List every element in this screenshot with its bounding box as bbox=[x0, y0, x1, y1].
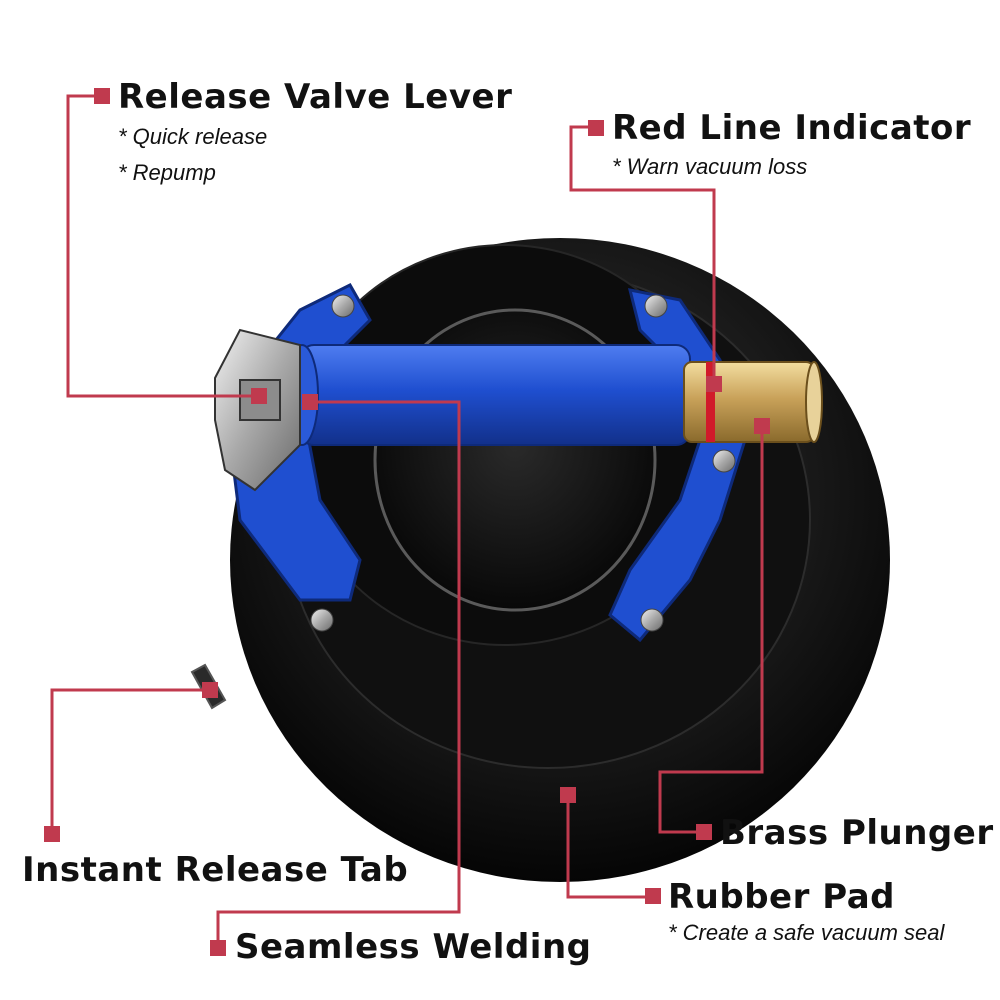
handle-tube bbox=[299, 344, 691, 446]
screw-icon bbox=[640, 608, 664, 632]
screw-icon bbox=[331, 294, 355, 318]
label-release-valve: Release Valve Lever bbox=[118, 77, 513, 117]
screw-icon bbox=[644, 294, 668, 318]
plunger-cap bbox=[805, 361, 823, 443]
marker-release-valve-point bbox=[251, 388, 267, 404]
marker-seamless-welding bbox=[210, 940, 226, 956]
marker-red-line bbox=[588, 120, 604, 136]
note-vacuum-seal: * Create a safe vacuum seal bbox=[668, 920, 945, 945]
note-quick-release: * Quick release bbox=[118, 124, 268, 149]
marker-brass-plunger bbox=[696, 824, 712, 840]
marker-rubber-pad bbox=[645, 888, 661, 904]
brass-plunger bbox=[683, 361, 815, 443]
label-instant-release: Instant Release Tab bbox=[22, 850, 409, 890]
marker-brass-plunger-point bbox=[754, 418, 770, 434]
marker-red-line-point bbox=[706, 376, 722, 392]
marker-instant-release bbox=[44, 826, 60, 842]
marker-rubber-pad-point bbox=[560, 787, 576, 803]
label-brass-plunger: Brass Plunger bbox=[720, 813, 994, 853]
marker-release-valve bbox=[94, 88, 110, 104]
note-warn-vacuum: * Warn vacuum loss bbox=[612, 154, 808, 179]
marker-instant-release-point bbox=[202, 682, 218, 698]
marker-seamless-welding-point bbox=[302, 394, 318, 410]
screw-icon bbox=[712, 449, 736, 473]
red-line-indicator bbox=[706, 362, 715, 442]
label-rubber-pad: Rubber Pad bbox=[668, 877, 896, 917]
note-repump: * Repump bbox=[118, 160, 216, 185]
screw-icon bbox=[310, 608, 334, 632]
label-red-line: Red Line Indicator bbox=[612, 108, 972, 148]
label-seamless-welding: Seamless Welding bbox=[235, 927, 592, 967]
